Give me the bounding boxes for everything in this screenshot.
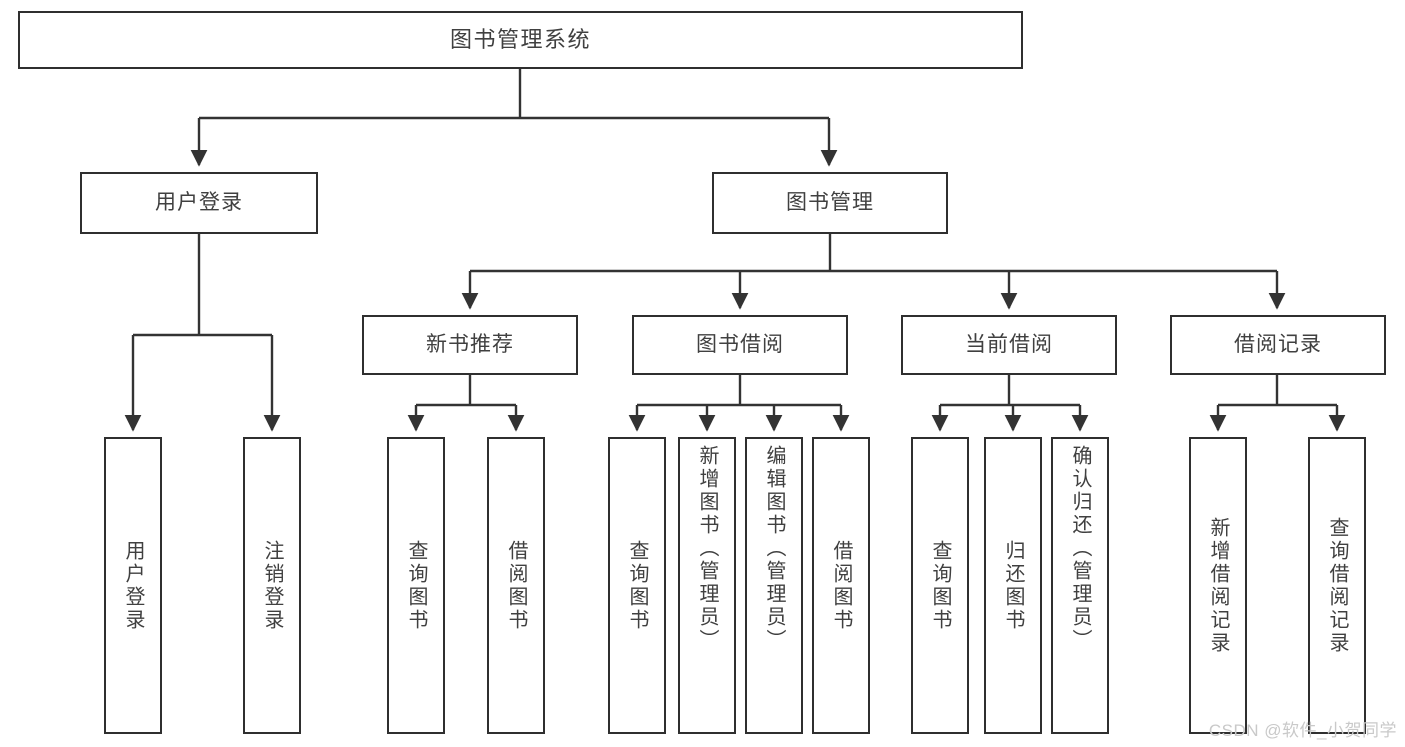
- node-leaf-edit-book-label: 编辑图书（管理员）: [763, 445, 785, 652]
- node-user-login[interactable]: 用户登录: [80, 172, 318, 234]
- node-leaf-borrow-book-1[interactable]: 借阅图书: [487, 437, 545, 734]
- node-leaf-query-record-label: 查询借阅记录: [1326, 516, 1348, 655]
- node-leaf-add-record[interactable]: 新增借阅记录: [1189, 437, 1247, 734]
- node-user-login-label: 用户登录: [155, 190, 243, 214]
- node-root-label: 图书管理系统: [449, 27, 591, 53]
- node-leaf-confirm-return-label: 确认归还（管理员）: [1069, 445, 1091, 652]
- node-leaf-borrow-book-1-label: 借阅图书: [505, 539, 527, 632]
- node-book-manage[interactable]: 图书管理: [712, 172, 948, 234]
- node-leaf-edit-book[interactable]: 编辑图书（管理员）: [745, 437, 803, 734]
- node-leaf-logout-label: 注销登录: [261, 539, 283, 632]
- node-leaf-add-record-label: 新增借阅记录: [1207, 516, 1229, 655]
- node-leaf-query-book-2-label: 查询图书: [626, 539, 648, 632]
- node-book-borrow-label: 图书借阅: [696, 332, 784, 356]
- node-book-manage-label: 图书管理: [786, 190, 874, 214]
- node-leaf-return-book[interactable]: 归还图书: [984, 437, 1042, 734]
- node-leaf-query-record[interactable]: 查询借阅记录: [1308, 437, 1366, 734]
- node-new-book-recommend[interactable]: 新书推荐: [362, 315, 578, 375]
- node-leaf-query-book-3-label: 查询图书: [929, 539, 951, 632]
- node-leaf-query-book-1[interactable]: 查询图书: [387, 437, 445, 734]
- node-leaf-query-book-1-label: 查询图书: [405, 539, 427, 632]
- node-leaf-logout[interactable]: 注销登录: [243, 437, 301, 734]
- node-borrow-record-label: 借阅记录: [1234, 332, 1322, 356]
- node-book-borrow[interactable]: 图书借阅: [632, 315, 848, 375]
- node-current-borrow[interactable]: 当前借阅: [901, 315, 1117, 375]
- node-leaf-user-login[interactable]: 用户登录: [104, 437, 162, 734]
- node-leaf-add-book[interactable]: 新增图书（管理员）: [678, 437, 736, 734]
- node-leaf-return-book-label: 归还图书: [1002, 539, 1024, 632]
- node-leaf-borrow-book-2[interactable]: 借阅图书: [812, 437, 870, 734]
- node-current-borrow-label: 当前借阅: [965, 332, 1053, 356]
- node-root[interactable]: 图书管理系统: [18, 11, 1023, 69]
- node-leaf-add-book-label: 新增图书（管理员）: [696, 445, 718, 652]
- csdn-watermark: CSDN @软件_小贺同学: [1208, 721, 1397, 740]
- node-borrow-record[interactable]: 借阅记录: [1170, 315, 1386, 375]
- node-new-book-recommend-label: 新书推荐: [426, 332, 514, 356]
- node-leaf-user-login-label: 用户登录: [122, 539, 144, 632]
- node-leaf-confirm-return[interactable]: 确认归还（管理员）: [1051, 437, 1109, 734]
- node-leaf-query-book-2[interactable]: 查询图书: [608, 437, 666, 734]
- node-leaf-borrow-book-2-label: 借阅图书: [830, 539, 852, 632]
- node-leaf-query-book-3[interactable]: 查询图书: [911, 437, 969, 734]
